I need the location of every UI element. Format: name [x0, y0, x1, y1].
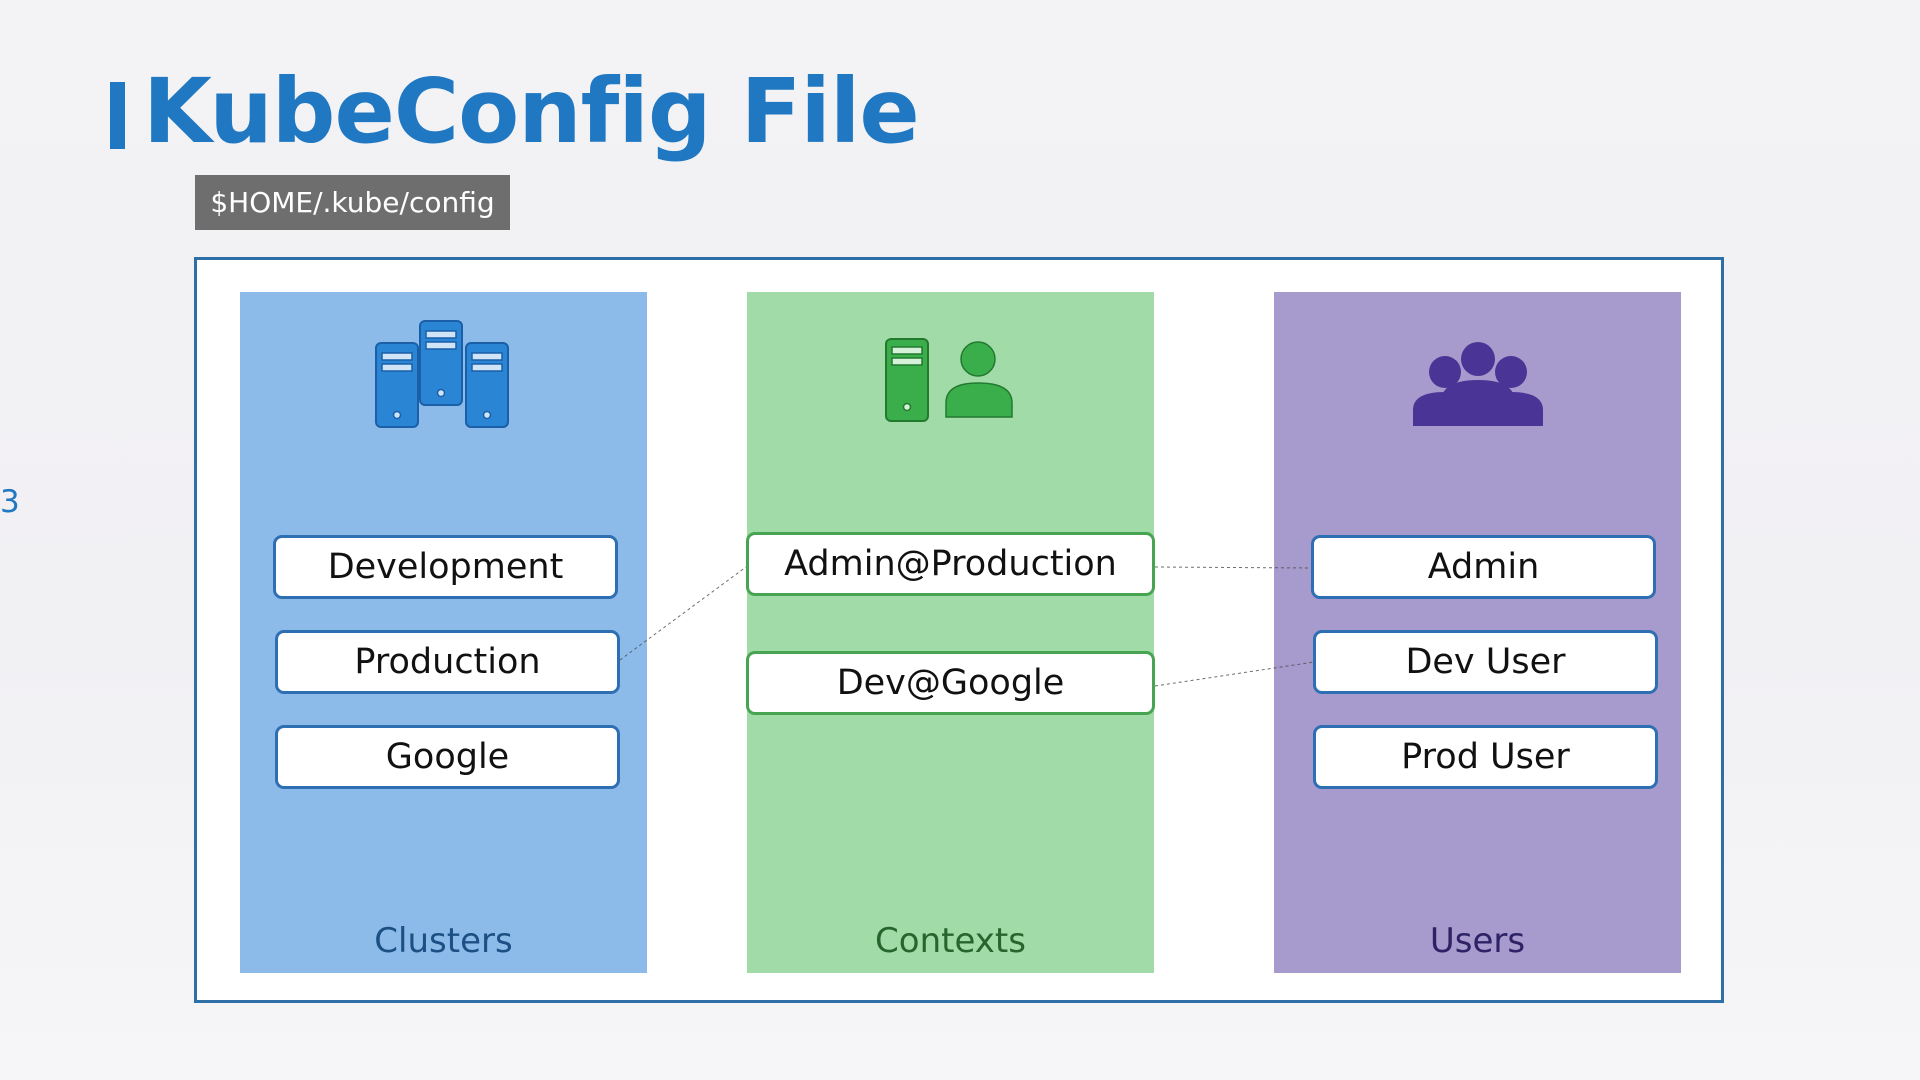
side-number-fragment: 3: [0, 484, 20, 520]
contexts-column: Contexts: [747, 292, 1154, 973]
server-user-icon: [747, 337, 1154, 423]
context-item-admin-production[interactable]: Admin@Production: [746, 532, 1155, 596]
config-path-badge: $HOME/.kube/config: [195, 175, 510, 230]
title-accent-bar: [110, 82, 125, 149]
user-group-icon: [1274, 340, 1681, 426]
user-item-dev-user[interactable]: Dev User: [1313, 630, 1658, 694]
page-title: KubeConfig File: [143, 59, 920, 163]
cluster-item-development[interactable]: Development: [273, 535, 618, 599]
user-item-admin[interactable]: Admin: [1311, 535, 1656, 599]
context-item-dev-google[interactable]: Dev@Google: [746, 651, 1155, 715]
users-caption: Users: [1429, 921, 1526, 961]
cluster-item-google[interactable]: Google: [275, 725, 620, 789]
user-item-prod-user[interactable]: Prod User: [1313, 725, 1658, 789]
server-cluster-icon: [240, 319, 647, 431]
contexts-caption: Contexts: [875, 921, 1026, 961]
cluster-item-production[interactable]: Production: [275, 630, 620, 694]
clusters-caption: Clusters: [374, 921, 513, 961]
